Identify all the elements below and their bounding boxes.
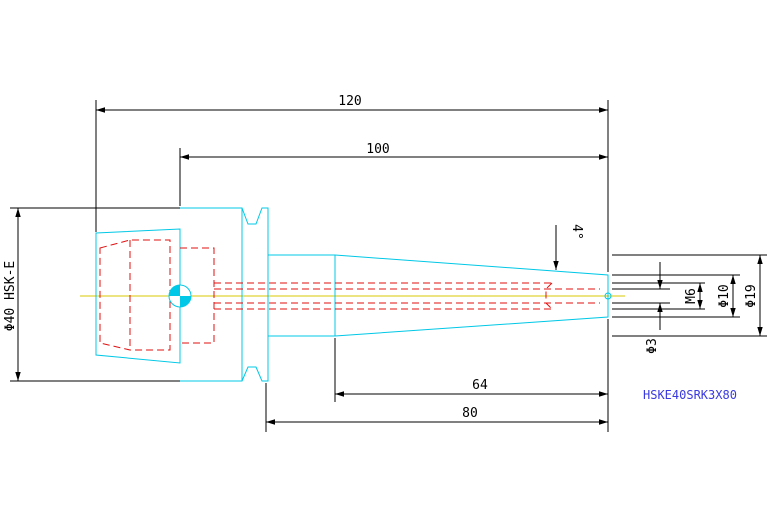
dim-overall-length-label: 120 xyxy=(338,94,361,109)
dim-right-diameters: Φ3 M6 Φ10 Φ19 xyxy=(612,254,767,354)
center-mark-icon xyxy=(168,284,192,308)
hidden-lines xyxy=(99,239,600,351)
dim-flange-diameter-label: Φ40 HSK-E xyxy=(3,261,18,331)
dim-flange-diameter: Φ40 HSK-E xyxy=(3,207,180,382)
dim-shank-length: 80 xyxy=(265,383,608,432)
dim-thread-m6-label: M6 xyxy=(684,288,699,304)
dim-body-length: 100 xyxy=(179,142,608,206)
part-outline xyxy=(95,207,612,382)
dim-taper-angle: 4° xyxy=(553,224,584,270)
dim-diameter-19-label: Φ19 xyxy=(744,284,759,307)
dim-shank-length-label: 80 xyxy=(462,406,478,421)
dim-diameter-10-label: Φ10 xyxy=(717,284,732,307)
dim-taper-length-label: 64 xyxy=(472,378,488,393)
dim-taper-length: 64 xyxy=(334,319,609,432)
dim-body-length-label: 100 xyxy=(366,142,389,157)
dim-taper-angle-label: 4° xyxy=(569,224,584,240)
part-number: HSKE40SRK3X80 xyxy=(643,388,737,402)
dim-diameter-3-label: Φ3 xyxy=(645,338,660,354)
dim-overall-length: 120 xyxy=(95,94,609,272)
